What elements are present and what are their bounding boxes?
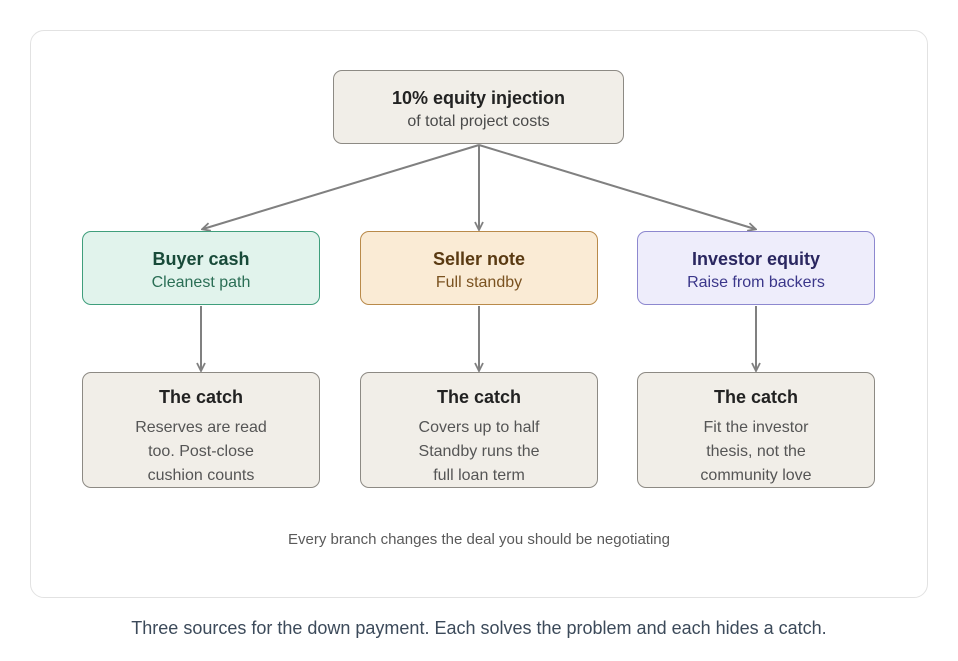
branch-subtitle: Full standby	[435, 274, 523, 291]
root-node-title: 10% equity injection	[391, 88, 566, 108]
catch-line: thesis, not the	[706, 443, 806, 460]
root-node-equity-injection: 10% equity injection of total project co…	[333, 70, 624, 144]
catch-node-investor-equity: The catch Fit the investor thesis, not t…	[637, 372, 875, 488]
catch-line: too. Post-close	[148, 443, 254, 460]
catch-title: The catch	[436, 387, 522, 407]
root-node-subtitle: of total project costs	[407, 113, 550, 130]
catch-line: Standby runs the	[418, 443, 540, 460]
branch-node-buyer-cash: Buyer cash Cleanest path	[82, 231, 320, 305]
catch-line: Fit the investor	[703, 419, 809, 436]
figure-caption: Three sources for the down payment. Each…	[131, 618, 827, 638]
catch-line: cushion counts	[147, 467, 255, 484]
branch-node-seller-note: Seller note Full standby	[360, 231, 598, 305]
catch-line: full loan term	[433, 467, 525, 484]
catch-line: Covers up to half	[418, 419, 540, 436]
catch-line: Reserves are read	[135, 419, 267, 436]
catch-title: The catch	[713, 387, 799, 407]
diagram-footer-note: Every branch changes the deal you should…	[288, 531, 670, 548]
catch-node-seller-note: The catch Covers up to half Standby runs…	[360, 372, 598, 488]
branch-title: Buyer cash	[152, 249, 250, 269]
branch-subtitle: Cleanest path	[151, 274, 251, 291]
branch-node-investor-equity: Investor equity Raise from backers	[637, 231, 875, 305]
branch-title: Seller note	[432, 249, 526, 269]
catch-node-buyer-cash: The catch Reserves are read too. Post-cl…	[82, 372, 320, 488]
catch-title: The catch	[158, 387, 244, 407]
branch-subtitle: Raise from backers	[687, 274, 825, 291]
catch-line: community love	[700, 467, 812, 484]
branch-title: Investor equity	[691, 249, 821, 269]
